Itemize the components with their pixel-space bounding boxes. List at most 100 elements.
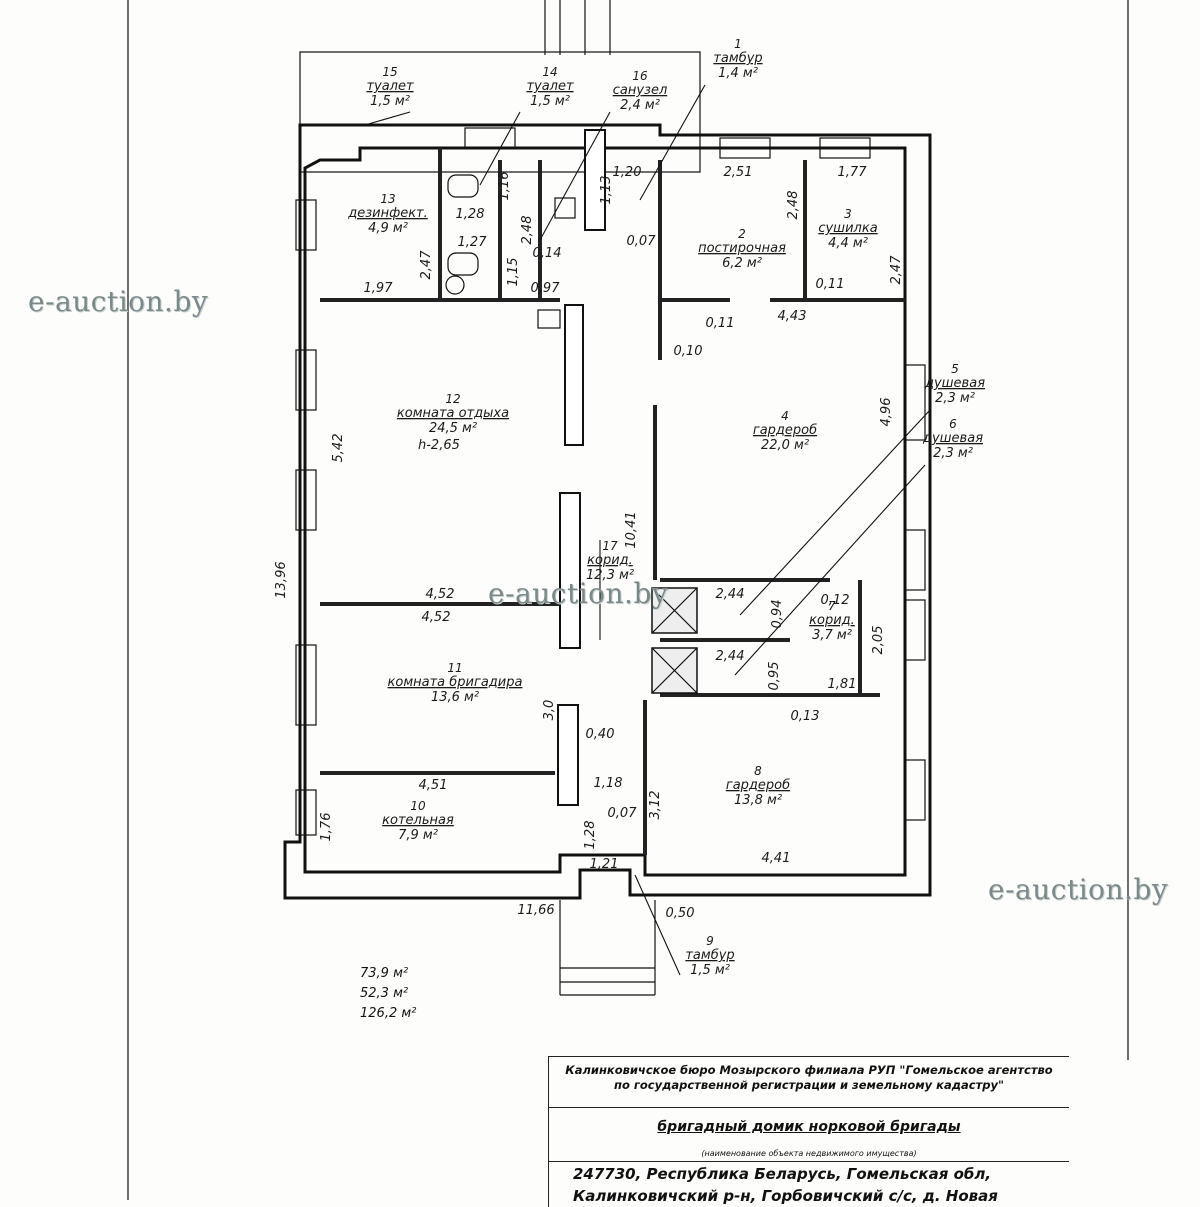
room-name: душевая (922, 431, 983, 446)
title-block: Калинковичское бюро Мозырского филиала Р… (548, 1056, 1069, 1207)
total-area: 73,9 м² (360, 966, 409, 981)
dimension-label: 3,12 (648, 791, 663, 820)
room-area: 2,4 м² (620, 98, 660, 113)
room-number: 9 (706, 934, 714, 948)
dimension-label: 0,10 (674, 344, 703, 359)
window (295, 349, 317, 411)
dimension-label: 1,15 (506, 258, 521, 287)
org-line: по государственной регистрации и земельн… (614, 1078, 1004, 1092)
address-line: Калинковичский р-н, Горбовичский с/с, д.… (573, 1187, 998, 1205)
leader-line (364, 111, 411, 126)
leader-line (639, 84, 706, 201)
exterior-wall-inner (303, 146, 907, 877)
drain-icon (445, 275, 465, 295)
dimension-label: 1,28 (583, 821, 598, 850)
dimension-label: 2,44 (716, 649, 745, 664)
org-line: Калинковичское бюро Мозырского филиала Р… (565, 1063, 1053, 1077)
address-line: 247730, Республика Беларусь, Гомельская … (573, 1165, 992, 1183)
corridor-wall (559, 492, 581, 649)
room-area: 24,5 м² (429, 421, 477, 436)
room-area: 22,0 м² (761, 438, 809, 453)
window (904, 759, 926, 821)
room-name: корид. (809, 613, 855, 628)
room-number: 10 (410, 799, 426, 813)
room-name: санузел (613, 83, 668, 98)
dimension-label: 2,05 (871, 626, 886, 655)
room-name: душевая (924, 376, 985, 391)
leader-line (739, 409, 931, 616)
window (295, 199, 317, 251)
dimension-label: 4,96 (879, 398, 894, 427)
dimension-label: 0,95 (767, 662, 782, 691)
dimension-label: 0,12 (821, 593, 850, 608)
dimension-label: 4,43 (778, 309, 807, 324)
dimension-label: 2,44 (716, 587, 745, 602)
room-name: туалет (526, 79, 574, 94)
dimension-label: 10,41 (624, 511, 639, 548)
window (295, 469, 317, 531)
object-name: бригадный домик норковой бригады (657, 1119, 961, 1135)
leader-line (539, 111, 611, 241)
room-number: 15 (382, 65, 397, 79)
room-area: 1,4 м² (718, 66, 758, 81)
dimension-label: 1,18 (594, 776, 623, 791)
sink-icon (537, 309, 561, 329)
room-number: 11 (447, 661, 462, 675)
exterior-wall-outer (283, 123, 932, 900)
room-name: комната бригадира (388, 675, 523, 690)
organization-name: Калинковичское бюро Мозырского филиала Р… (549, 1057, 1069, 1093)
toilet-icon (447, 174, 479, 198)
room-number: 6 (949, 417, 957, 431)
room-area: 3,7 м² (812, 628, 852, 643)
room-number: 3 (844, 207, 852, 221)
dimension-label: 0,14 (533, 246, 562, 261)
room-area: 4,4 м² (828, 236, 868, 251)
room-area: 6,2 м² (722, 256, 762, 271)
shower-tray (651, 587, 698, 634)
room-name: комната отдыха (397, 406, 509, 421)
dimension-label: 1,27 (458, 235, 488, 250)
room-area: 1,5 м² (530, 94, 570, 109)
room-area: 1,5 м² (690, 963, 730, 978)
dimension-label: 1,77 (838, 165, 868, 180)
window (904, 364, 926, 441)
room-number: 14 (542, 65, 557, 79)
room-number: 17 (602, 539, 618, 553)
dimension-label: 1,81 (828, 677, 857, 692)
watermark: e-auction.by (988, 873, 1169, 906)
dimension-label: 1,76 (319, 813, 334, 842)
dimension-label: 4,52 (426, 587, 455, 602)
leader-line (634, 874, 681, 976)
watermark: e-auction.by (488, 577, 669, 610)
window (904, 599, 926, 661)
room-number: 2 (738, 227, 746, 241)
dimension-label: 0,11 (816, 277, 845, 292)
dimension-label: 13,96 (274, 561, 289, 598)
room-number: 7 (828, 599, 836, 613)
total-area: 126,2 м² (360, 1006, 417, 1021)
dimension-label: 0,07 (608, 806, 638, 821)
room-number: 4 (781, 409, 789, 423)
room-name: гардероб (753, 423, 817, 438)
room-name: гардероб (726, 778, 790, 793)
room-area: 12,3 м² (586, 568, 634, 583)
dimension-label: 1,16 (497, 172, 512, 201)
dimension-label: 2,48 (786, 191, 801, 220)
dimension-label: 0,07 (627, 234, 657, 249)
window (904, 529, 926, 591)
dimension-label: 0,13 (791, 709, 820, 724)
room-name: тамбур (713, 51, 762, 66)
room-name: дезинфект. (347, 206, 428, 221)
room-area: 13,6 м² (431, 690, 479, 705)
dimension-label: 0,50 (666, 906, 695, 921)
dimension-label: 4,41 (762, 851, 791, 866)
room-area: 7,9 м² (398, 828, 438, 843)
watermark: e-auction.by (28, 285, 209, 318)
dimension-label: 4,51 (419, 778, 448, 793)
dimension-label: 0,40 (586, 727, 615, 742)
dimension-label: 2,47 (889, 255, 904, 285)
corridor-wall (564, 304, 584, 446)
dimension-label: 2,48 (520, 216, 535, 245)
dimension-label: 1,13 (599, 176, 614, 205)
